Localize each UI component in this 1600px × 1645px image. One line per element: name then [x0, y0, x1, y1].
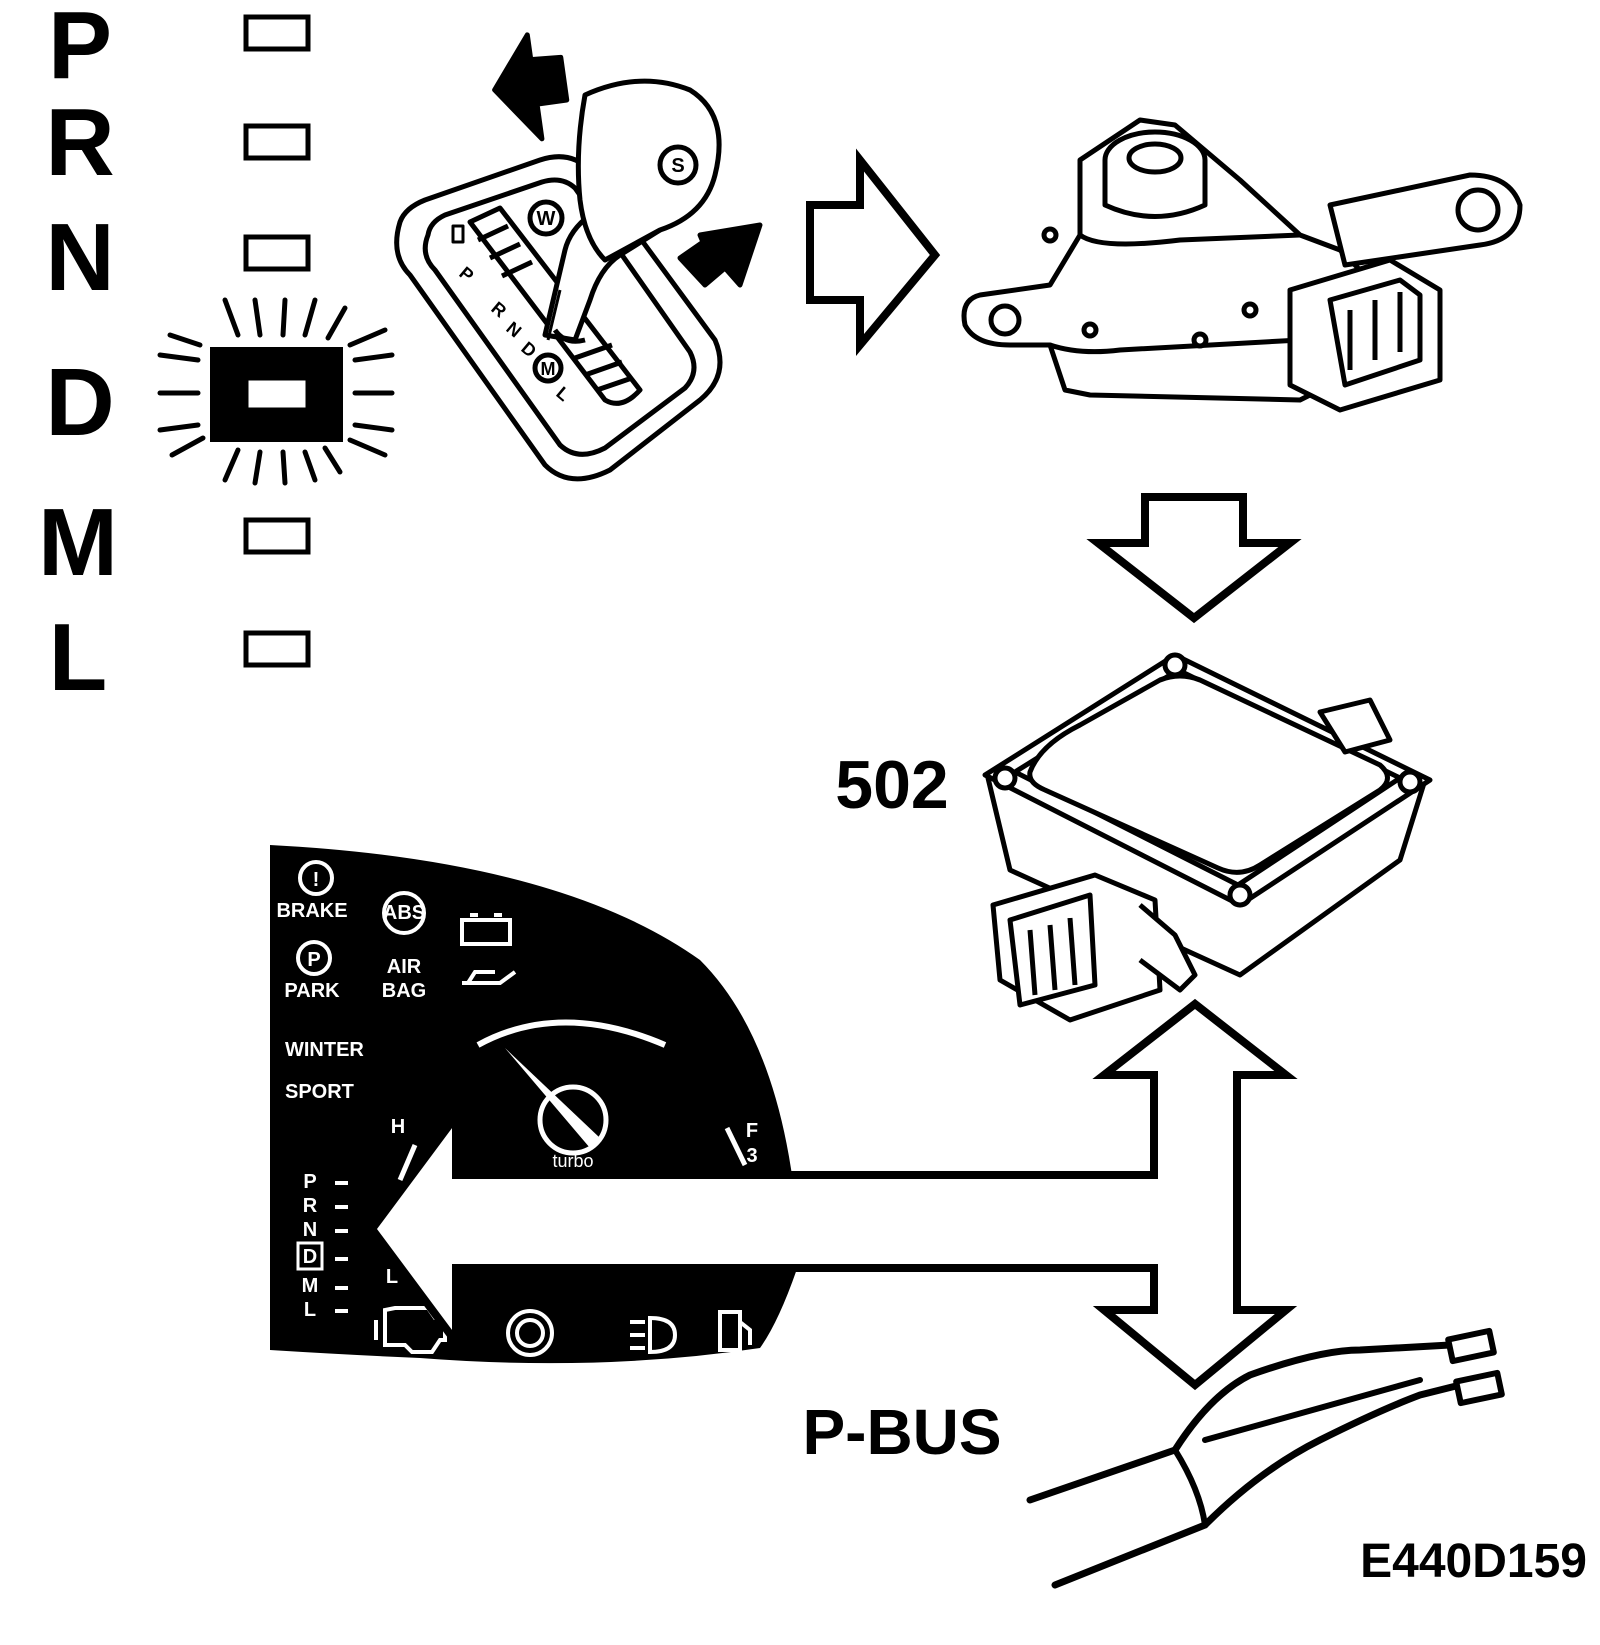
bus-communication-arrow [367, 998, 1298, 1391]
svg-text:ABS: ABS [383, 902, 425, 924]
airbag-label-air: AIR [387, 956, 422, 978]
gear-lamp-p [243, 14, 311, 52]
fog-light-icon [630, 1315, 678, 1355]
svg-text:W: W [537, 208, 556, 230]
gear-letter-n: N [45, 204, 114, 311]
park-brake-icon: P [296, 940, 332, 976]
gear-lamp-d-active [157, 297, 395, 486]
svg-text:!: ! [313, 869, 320, 891]
gear-shifter: P R N D L M W S [394, 32, 763, 482]
figure-id: E440D159 [1360, 1535, 1587, 1588]
airbag-label-bag: BAG [382, 980, 426, 1002]
sport-button-icon: S [657, 144, 699, 186]
p-bus-wire-harness [1026, 1327, 1505, 1589]
svg-text:N: N [303, 1219, 317, 1241]
gate-detent-mark [451, 224, 465, 244]
gear-indicator-column: P R N D M L [38, 0, 395, 711]
gear-lamp-n [243, 234, 311, 272]
gear-letter-p: P [48, 0, 112, 99]
check-engine-icon [374, 1306, 447, 1354]
brake-warning-icon: ! [298, 860, 334, 896]
winter-indicator: WINTER [285, 1039, 364, 1061]
shifter-lever [542, 78, 722, 344]
oil-pressure-icon [462, 970, 517, 985]
gate-m-badge: M [532, 352, 564, 384]
gear-letter-d: D [45, 349, 114, 456]
instrument-cluster: ! BRAKE P PARK ABS AIR BAG WINTER SPORT [270, 845, 800, 1364]
temp-l-label: L [386, 1266, 398, 1288]
flow-arrow-down-icon [1086, 493, 1302, 624]
glow-rays [157, 297, 395, 486]
winter-button-icon: W [527, 199, 565, 237]
fuel-pump-icon [718, 1310, 752, 1352]
brake-label: BRAKE [276, 900, 347, 922]
svg-text:P: P [307, 949, 320, 971]
svg-text:S: S [671, 155, 684, 177]
gear-letter-r: R [45, 89, 114, 196]
gear-letter-m: M [38, 489, 118, 596]
svg-text:L: L [304, 1299, 316, 1321]
park-label: PARK [284, 980, 340, 1002]
gear-lamp-l [243, 630, 311, 668]
fuel-scale-label: 3 [746, 1145, 757, 1167]
stability-warning-icon [506, 1309, 554, 1357]
sport-indicator: SPORT [285, 1081, 354, 1103]
svg-text:D: D [303, 1246, 317, 1268]
cluster-gear-indicator: P R N D M L [296, 1171, 348, 1321]
shift-forward-arrow-icon [492, 32, 570, 142]
p-bus-label: P-BUS [802, 1396, 1001, 1468]
battery-icon [460, 913, 512, 946]
gear-lamp-m [243, 517, 311, 555]
turbo-gauge: turbo [476, 1019, 667, 1171]
gear-position-sensor [961, 117, 1523, 413]
fuel-f-label: F [746, 1120, 758, 1142]
temp-h-label: H [391, 1116, 405, 1138]
module-label-502: 502 [835, 747, 948, 823]
svg-text:M: M [541, 359, 556, 379]
gear-letter-l: L [49, 604, 108, 711]
gear-lamp-r [243, 123, 311, 161]
svg-text:R: R [303, 1195, 318, 1217]
flow-arrow-right-icon [806, 148, 941, 357]
control-module-502 [982, 652, 1433, 1023]
turbo-label: turbo [552, 1151, 593, 1171]
shift-back-arrow-icon [677, 222, 763, 288]
svg-text:P: P [303, 1171, 316, 1193]
svg-text:M: M [302, 1275, 319, 1297]
abs-warning-icon: ABS [382, 891, 426, 935]
